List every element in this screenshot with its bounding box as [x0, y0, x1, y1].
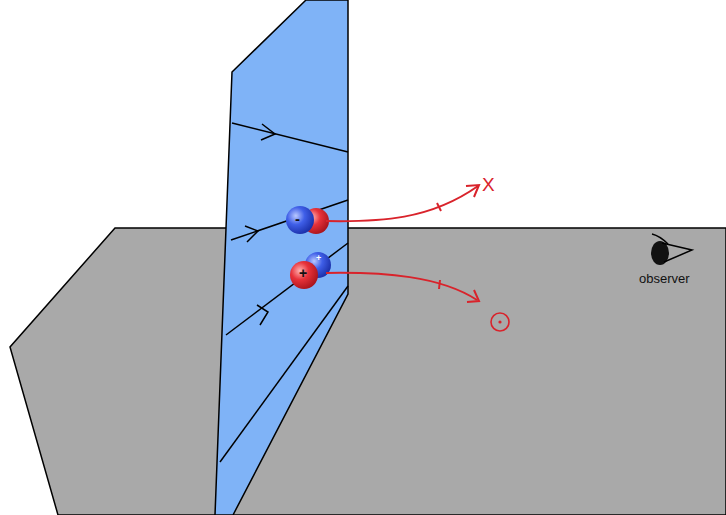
positive-particle	[290, 261, 318, 289]
charge-sign: +	[316, 254, 321, 263]
negative-particle	[286, 206, 314, 234]
field-lines	[220, 123, 348, 462]
field-plane	[215, 0, 348, 515]
floor-plane	[10, 228, 726, 515]
observer-eye	[651, 234, 692, 265]
observer-label: observer	[639, 272, 690, 285]
charge-sign: +	[299, 266, 307, 280]
axis-label: X	[482, 175, 495, 194]
charge-sign: -	[295, 211, 300, 226]
out-of-page-symbol	[491, 313, 509, 331]
trajectories	[326, 185, 479, 302]
